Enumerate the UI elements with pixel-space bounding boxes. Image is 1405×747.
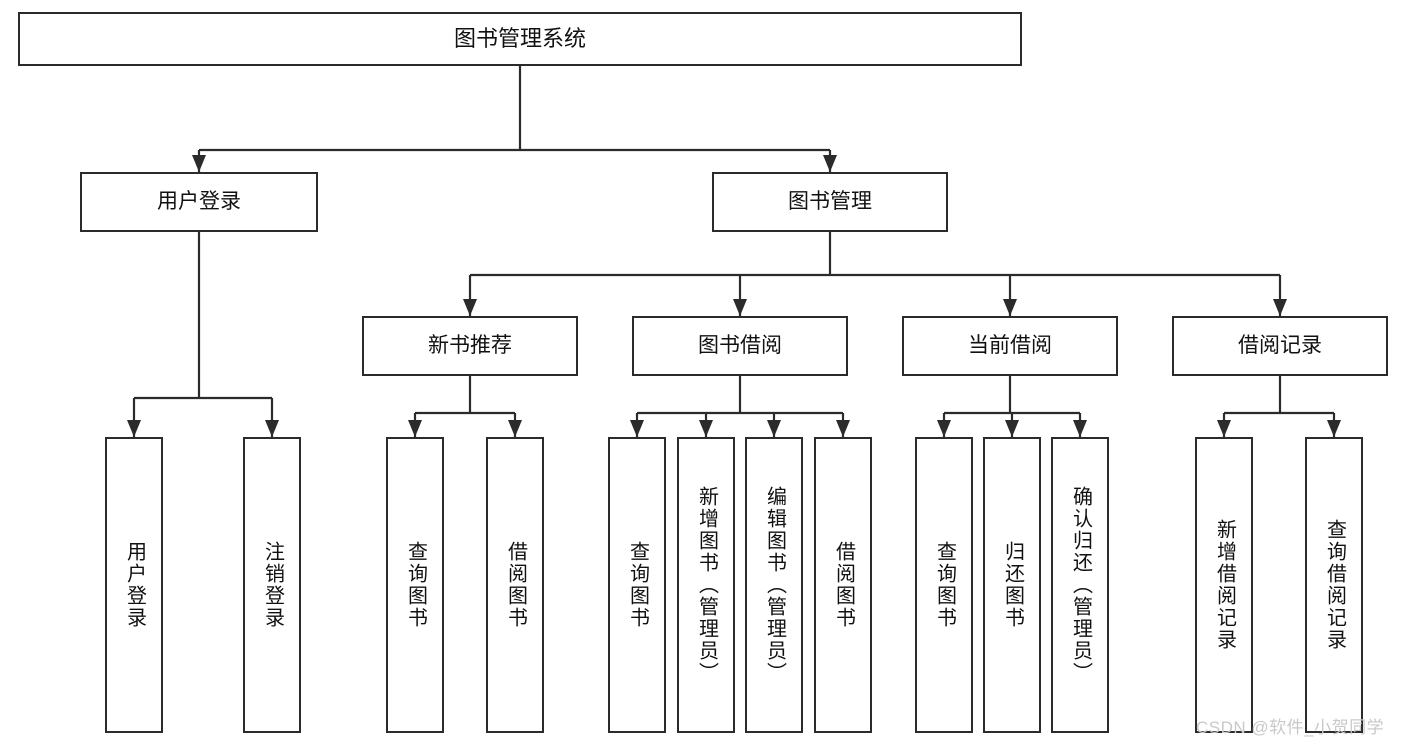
arrow-head-icon — [408, 420, 422, 437]
arrow-head-icon — [1005, 420, 1019, 437]
node-leaf-add-borrow-record-label: 新增借阅记录 — [1213, 519, 1236, 651]
arrow-head-icon — [265, 420, 279, 437]
node-new-book-rec-label: 新书推荐 — [428, 334, 512, 358]
arrow-head-icon — [1217, 420, 1231, 437]
node-new-book-rec[interactable]: 新书推荐 — [362, 316, 578, 376]
node-leaf-return-book[interactable]: 归还图书 — [983, 437, 1041, 733]
arrow-head-icon — [767, 420, 781, 437]
node-current-borrow[interactable]: 当前借阅 — [902, 316, 1118, 376]
node-borrow-record-label: 借阅记录 — [1238, 334, 1322, 358]
arrow-head-icon — [937, 420, 951, 437]
node-leaf-borrow-book-rec-label: 借阅图书 — [504, 541, 527, 629]
node-leaf-logout-login-label: 注销登录 — [261, 541, 284, 629]
arrow-head-icon — [508, 420, 522, 437]
arrow-head-icon — [733, 299, 747, 316]
node-leaf-query-book-rec-label: 查询图书 — [404, 541, 427, 629]
node-book-borrow-label: 图书借阅 — [698, 334, 782, 358]
arrow-head-icon — [1073, 420, 1087, 437]
node-leaf-confirm-return-admin[interactable]: 确认归还（管理员） — [1051, 437, 1109, 733]
node-leaf-query-borrow-record[interactable]: 查询借阅记录 — [1305, 437, 1363, 733]
arrow-head-icon — [1003, 299, 1017, 316]
node-borrow-record[interactable]: 借阅记录 — [1172, 316, 1388, 376]
node-leaf-query-borrow-record-label: 查询借阅记录 — [1323, 519, 1346, 651]
arrow-head-icon — [699, 420, 713, 437]
arrow-head-icon — [630, 420, 644, 437]
node-user-login-label: 用户登录 — [157, 190, 241, 214]
node-book-borrow[interactable]: 图书借阅 — [632, 316, 848, 376]
arrow-head-icon — [463, 299, 477, 316]
node-leaf-user-login[interactable]: 用户登录 — [105, 437, 163, 733]
node-leaf-query-book-borrow-label: 查询图书 — [626, 541, 649, 629]
arrow-head-icon — [836, 420, 850, 437]
arrow-head-icon — [1327, 420, 1341, 437]
arrow-head-icon — [192, 155, 206, 172]
node-leaf-query-book-current[interactable]: 查询图书 — [915, 437, 973, 733]
node-user-login[interactable]: 用户登录 — [80, 172, 318, 232]
node-root[interactable]: 图书管理系统 — [18, 12, 1022, 66]
node-leaf-add-book-admin-label: 新增图书（管理员） — [695, 486, 718, 684]
node-leaf-confirm-return-admin-label: 确认归还（管理员） — [1069, 486, 1092, 684]
node-leaf-return-book-label: 归还图书 — [1001, 541, 1024, 629]
node-book-manage-label: 图书管理 — [788, 190, 872, 214]
node-leaf-query-book-current-label: 查询图书 — [933, 541, 956, 629]
node-book-manage[interactable]: 图书管理 — [712, 172, 948, 232]
node-leaf-edit-book-admin[interactable]: 编辑图书（管理员） — [745, 437, 803, 733]
csdn-watermark: CSDN @软件_小贺同学 — [1196, 718, 1385, 737]
node-leaf-borrow-book[interactable]: 借阅图书 — [814, 437, 872, 733]
arrow-head-icon — [823, 155, 837, 172]
node-leaf-add-borrow-record[interactable]: 新增借阅记录 — [1195, 437, 1253, 733]
node-root-label: 图书管理系统 — [453, 25, 586, 51]
arrow-head-icon — [127, 420, 141, 437]
arrow-head-icon — [1273, 299, 1287, 316]
node-leaf-borrow-book-rec[interactable]: 借阅图书 — [486, 437, 544, 733]
node-leaf-add-book-admin[interactable]: 新增图书（管理员） — [677, 437, 735, 733]
node-leaf-borrow-book-label: 借阅图书 — [832, 541, 855, 629]
node-leaf-user-login-label: 用户登录 — [123, 541, 146, 629]
node-leaf-edit-book-admin-label: 编辑图书（管理员） — [763, 486, 786, 684]
node-leaf-query-book-borrow[interactable]: 查询图书 — [608, 437, 666, 733]
node-current-borrow-label: 当前借阅 — [968, 334, 1052, 358]
node-leaf-logout-login[interactable]: 注销登录 — [243, 437, 301, 733]
node-leaf-query-book-rec[interactable]: 查询图书 — [386, 437, 444, 733]
